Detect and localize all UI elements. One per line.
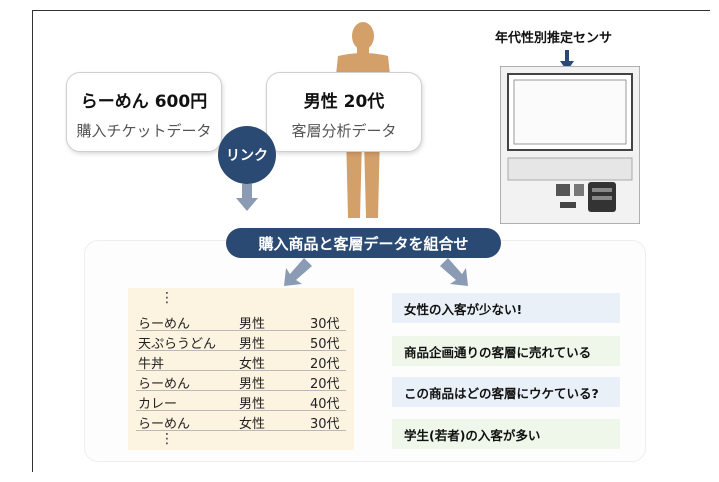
ticket-card-subtitle: 購入チケットデータ bbox=[76, 122, 212, 140]
arrow-down-left-icon bbox=[284, 258, 312, 286]
customer-card-subtitle: 客層分析データ bbox=[291, 122, 397, 140]
sensor-title: 年代性別推定センサ bbox=[495, 31, 613, 46]
table-cell-age: 20代 bbox=[310, 377, 340, 392]
table-row: 牛丼 女性 20代 bbox=[136, 351, 346, 372]
table-cell-gender: 男性 bbox=[239, 397, 266, 412]
table-dots-bottom: ⋮ bbox=[160, 431, 174, 447]
ticket-machine-icon bbox=[500, 66, 640, 224]
ticket-data-card: らーめん 600円 購入チケットデータ bbox=[66, 72, 222, 152]
arrow-down-right-icon bbox=[440, 258, 468, 286]
table-cell-age: 30代 bbox=[310, 417, 340, 432]
insight-item: 学生(若者)の入客が多い bbox=[392, 419, 620, 449]
table-cell-gender: 女性 bbox=[239, 417, 266, 432]
purchase-table: ⋮ らーめん 男性 30代 天ぷらうどん 男性 50代 牛丼 女性 20代 らー… bbox=[128, 288, 354, 450]
table-cell-item: カレー bbox=[138, 397, 178, 412]
link-badge: リンク bbox=[218, 126, 276, 184]
table-cell-item: らーめん bbox=[138, 317, 191, 332]
table-row: カレー 男性 40代 bbox=[136, 391, 346, 412]
insight-item: この商品はどの客層にウケている? bbox=[392, 377, 620, 407]
link-label: リンク bbox=[226, 148, 268, 164]
ticket-card-title: らーめん 600円 bbox=[80, 92, 208, 112]
table-cell-item: 牛丼 bbox=[138, 357, 165, 372]
customer-data-card: 男性 20代 客層分析データ bbox=[266, 72, 422, 152]
table-cell-gender: 男性 bbox=[239, 317, 266, 332]
table-row: らーめん 女性 30代 bbox=[136, 411, 346, 432]
table-cell-age: 30代 bbox=[310, 317, 340, 332]
table-cell-gender: 男性 bbox=[239, 377, 266, 392]
table-row: らーめん 男性 30代 bbox=[136, 311, 346, 332]
combine-label: 購入商品と客層データを組合せ bbox=[258, 234, 469, 253]
insight-item: 商品企画通りの客層に売れている bbox=[392, 336, 620, 366]
table-row: らーめん 男性 20代 bbox=[136, 371, 346, 392]
table-cell-item: 天ぷらうどん bbox=[138, 337, 217, 352]
table-cell-age: 50代 bbox=[310, 337, 340, 352]
insight-item: 女性の入客が少ない! bbox=[392, 293, 620, 323]
combine-banner: 購入商品と客層データを組合せ bbox=[226, 228, 501, 258]
table-cell-item: らーめん bbox=[138, 377, 191, 392]
table-cell-age: 40代 bbox=[310, 397, 340, 412]
table-cell-age: 20代 bbox=[310, 357, 340, 372]
diagram-frame bbox=[32, 10, 710, 472]
table-cell-gender: 男性 bbox=[239, 337, 266, 352]
table-cell-gender: 女性 bbox=[239, 357, 266, 372]
arrow-down-icon bbox=[236, 184, 258, 211]
table-cell-item: らーめん bbox=[138, 417, 191, 432]
table-row: 天ぷらうどん 男性 50代 bbox=[136, 331, 346, 352]
table-dots-top: ⋮ bbox=[160, 290, 174, 306]
customer-card-title: 男性 20代 bbox=[303, 92, 385, 112]
